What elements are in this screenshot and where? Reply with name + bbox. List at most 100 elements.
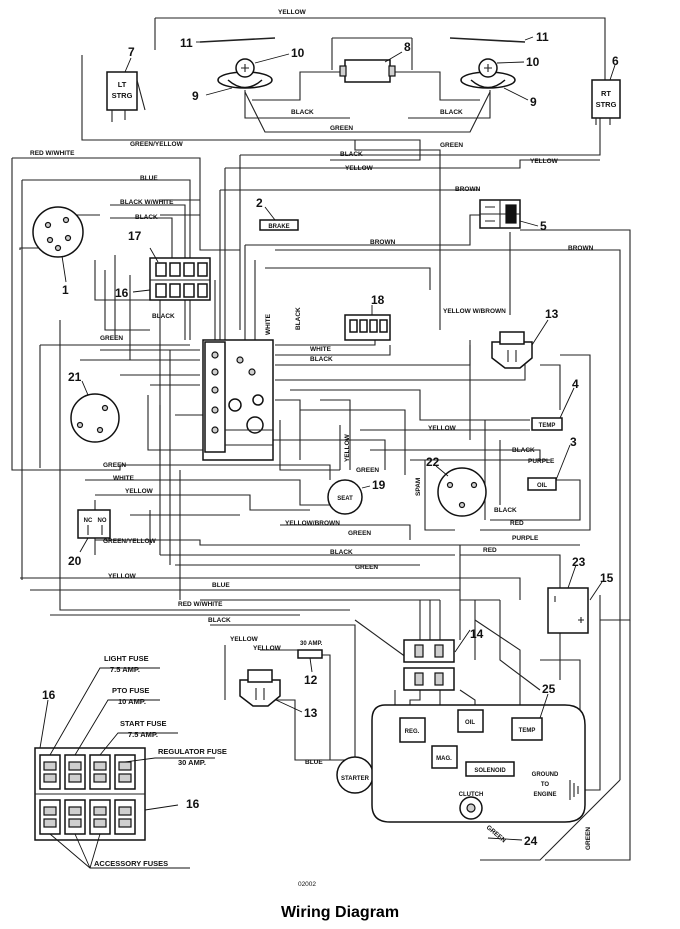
callout-11b: 11: [536, 30, 549, 44]
callout-8: 8: [404, 40, 411, 54]
wire-label-yellow-upper: YELLOW: [345, 165, 374, 172]
wire-label-black-vert: BLACK: [295, 307, 302, 330]
callout-15: 15: [600, 571, 614, 585]
connector-5: [479, 199, 521, 229]
callout-22: 22: [426, 455, 440, 469]
relay-13-upper: [491, 331, 533, 369]
temp-sender-4: TEMP: [531, 417, 563, 431]
callout-3: 3: [570, 435, 577, 449]
wire-label-red-white-top: RED W/WHITE: [30, 150, 75, 157]
seat-switch: SEAT: [327, 479, 363, 515]
seat-label: SEAT: [337, 496, 353, 502]
fuse-panel-lower: [34, 667, 215, 869]
lt-strg-label-1: LT: [118, 80, 127, 89]
callout-9a: 9: [192, 89, 199, 103]
wire-label-black-17: BLACK: [135, 214, 158, 221]
wire-label-yellow-13c: YELLOW: [253, 645, 282, 652]
regulator-fuse-label: REGULATOR FUSE: [158, 747, 227, 756]
wire-label-brown-5: BROWN: [455, 186, 481, 193]
callout-10a: 10: [291, 46, 305, 60]
light-switch: [339, 59, 396, 83]
callout-24: 24: [524, 834, 538, 848]
callout-21: 21: [68, 370, 82, 384]
wire-label-red-22: RED: [510, 520, 524, 527]
callout-25: 25: [542, 682, 556, 696]
wire-label-spam-vert: SPAM: [415, 478, 422, 496]
callout-16b: 16: [42, 688, 56, 702]
headlight-left: [217, 58, 273, 89]
wire-label-white-20: WHITE: [113, 475, 135, 482]
light-bar-right: [449, 37, 526, 43]
callout-9b: 9: [530, 95, 537, 109]
fuse-30-label: 30 AMP.: [300, 641, 323, 647]
wire-label-black-18: BLACK: [310, 356, 333, 363]
wire-label-yellow-brown-seat: YELLOW/BROWN: [285, 520, 340, 527]
accessory-fuses-label: ACCESSORY FUSES: [94, 859, 168, 868]
battery: [547, 587, 589, 634]
wire-label-black-upper: BLACK: [340, 151, 363, 158]
temp-engine-label: TEMP: [519, 728, 536, 734]
start-fuse-amp: 7.5 AMP.: [128, 730, 158, 739]
wire-label-red-lower: RED: [483, 547, 497, 554]
wire-label-black-22: BLACK: [494, 507, 517, 514]
reg-label: REG.: [405, 729, 420, 735]
pto-fuse-amp: 10 AMP.: [118, 697, 146, 706]
wire-label-green-21: GREEN: [103, 462, 126, 469]
callout-19: 19: [372, 478, 386, 492]
drawing-number: 02002: [298, 881, 316, 888]
regulator-fuse-amp: 30 AMP.: [178, 758, 206, 767]
solenoid-label: SOLENOID: [474, 768, 506, 774]
callouts: 1 2 3 4 5 6 7 8 9 9 10 10 11 11 12 13 13…: [42, 30, 619, 848]
oil-sender-3: OIL: [527, 477, 557, 491]
wire-label-yellow-mid: YELLOW: [428, 425, 457, 432]
callout-12: 12: [304, 673, 318, 687]
callout-2: 2: [256, 196, 263, 210]
fuse-legend: LIGHT FUSE 7.5 AMP. PTO FUSE 10 AMP. STA…: [94, 654, 227, 868]
light-bar-left: [199, 37, 276, 43]
callout-14: 14: [470, 627, 484, 641]
light-fuse-label: LIGHT FUSE: [104, 654, 149, 663]
wire-label-green-seat: GREEN: [356, 467, 379, 474]
wire-label-black-mid: BLACK: [330, 549, 353, 556]
wire-label-green-left: GREEN: [100, 335, 123, 342]
callout-16c: 16: [186, 797, 200, 811]
callout-13a: 13: [545, 307, 559, 321]
wire-label-black-lamp-right: BLACK: [440, 109, 463, 116]
callout-6: 6: [612, 54, 619, 68]
wire-label-purple-3: PURPLE: [528, 458, 555, 465]
wire-label-black-white: BLACK W/WHITE: [120, 199, 174, 206]
rt-strg-label-1: RT: [601, 89, 611, 98]
pto-switch: [70, 393, 120, 443]
start-fuse-label: START FUSE: [120, 719, 167, 728]
callout-17: 17: [128, 229, 142, 243]
callout-11a: 11: [180, 36, 193, 50]
lt-strg-label-2: STRG: [112, 91, 133, 100]
pto-fuse-label: PTO FUSE: [112, 686, 149, 695]
oil-engine-label: OIL: [465, 720, 475, 726]
nc-label: NC: [84, 518, 93, 524]
wire-label-blue-lower: BLUE: [212, 582, 230, 589]
wire-label-yellow-vert: YELLOW: [344, 433, 351, 462]
mag-label: MAG.: [436, 756, 452, 762]
wire-label-yellow-13b: YELLOW: [230, 636, 259, 643]
callout-5: 5: [540, 219, 547, 233]
ground-label-2: TO: [541, 782, 550, 788]
wire-label-green-yellow-20: GREEN/YELLOW: [103, 538, 157, 545]
wire-label-black-16: BLACK: [152, 313, 175, 320]
ground-label-3: ENGINE: [533, 792, 556, 798]
wire-label-purple-22: PURPLE: [512, 535, 539, 542]
diagram-caption: Wiring Diagram: [280, 904, 400, 921]
wire-labels: YELLOW GREEN/YELLOW BLACK BLACK GREEN GR…: [30, 9, 594, 850]
callout-18: 18: [371, 293, 385, 307]
callout-16a: 16: [115, 286, 129, 300]
wire-label-white-18: WHITE: [310, 346, 332, 353]
key-switch: [32, 206, 84, 258]
control-module: [202, 339, 274, 461]
ground-label-1: GROUND: [532, 772, 559, 778]
wire-label-yellow-right: YELLOW: [530, 158, 559, 165]
clutch-label: CLUTCH: [459, 792, 484, 798]
engine-connectors: [403, 639, 455, 691]
wire-label-brown-mid: BROWN: [370, 239, 396, 246]
wire-label-yellow-20: YELLOW: [125, 488, 154, 495]
